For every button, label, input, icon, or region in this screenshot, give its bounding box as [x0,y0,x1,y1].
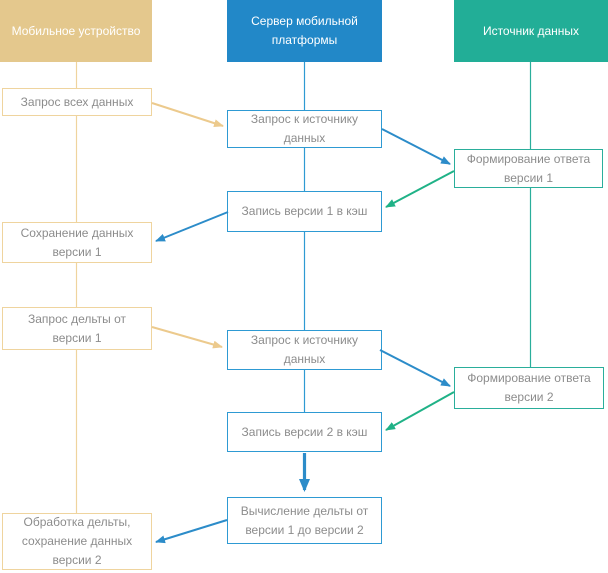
node-process-delta-save-v2: Обработка дельты, сохранение данных верс… [2,513,152,570]
node-write-v1-to-cache: Запись версии 1 в кэш [227,191,382,232]
node-request-to-source-2: Запрос к источнику данных [227,330,382,370]
arrow-server-to-source-v1 [381,128,451,165]
node-request-to-source-1: Запрос к источнику данных [227,110,382,148]
lane-header-mobile-device: Мобильное устройство [0,0,152,62]
node-compute-delta: Вычисление дельты от версии 1 до версии … [227,497,382,544]
node-request-all-data: Запрос всех данных [2,88,152,116]
arrow-cache-v1-to-mobile [155,211,229,242]
lane-header-data-source: Источник данных [454,0,608,62]
arrow-request-all-to-server [151,102,224,128]
arrow-server-to-source-v2 [379,349,451,387]
arrow-source-response-v2-to-cache [385,391,455,431]
node-request-delta-from-v1: Запрос дельты от версии 1 [2,307,152,350]
node-save-data-v1: Сохранение данных версии 1 [2,222,152,263]
lane-header-platform-server: Сервер мобильной платформы [227,0,382,62]
arrow-delta-request-to-server [151,326,223,349]
arrow-source-response-v1-to-cache [385,170,455,208]
node-write-v2-to-cache: Запись версии 2 в кэш [227,412,382,452]
node-form-response-v1: Формирование ответа версии 1 [454,149,603,188]
arrow-delta-to-mobile [155,519,228,544]
node-form-response-v2: Формирование ответа версии 2 [454,367,604,409]
